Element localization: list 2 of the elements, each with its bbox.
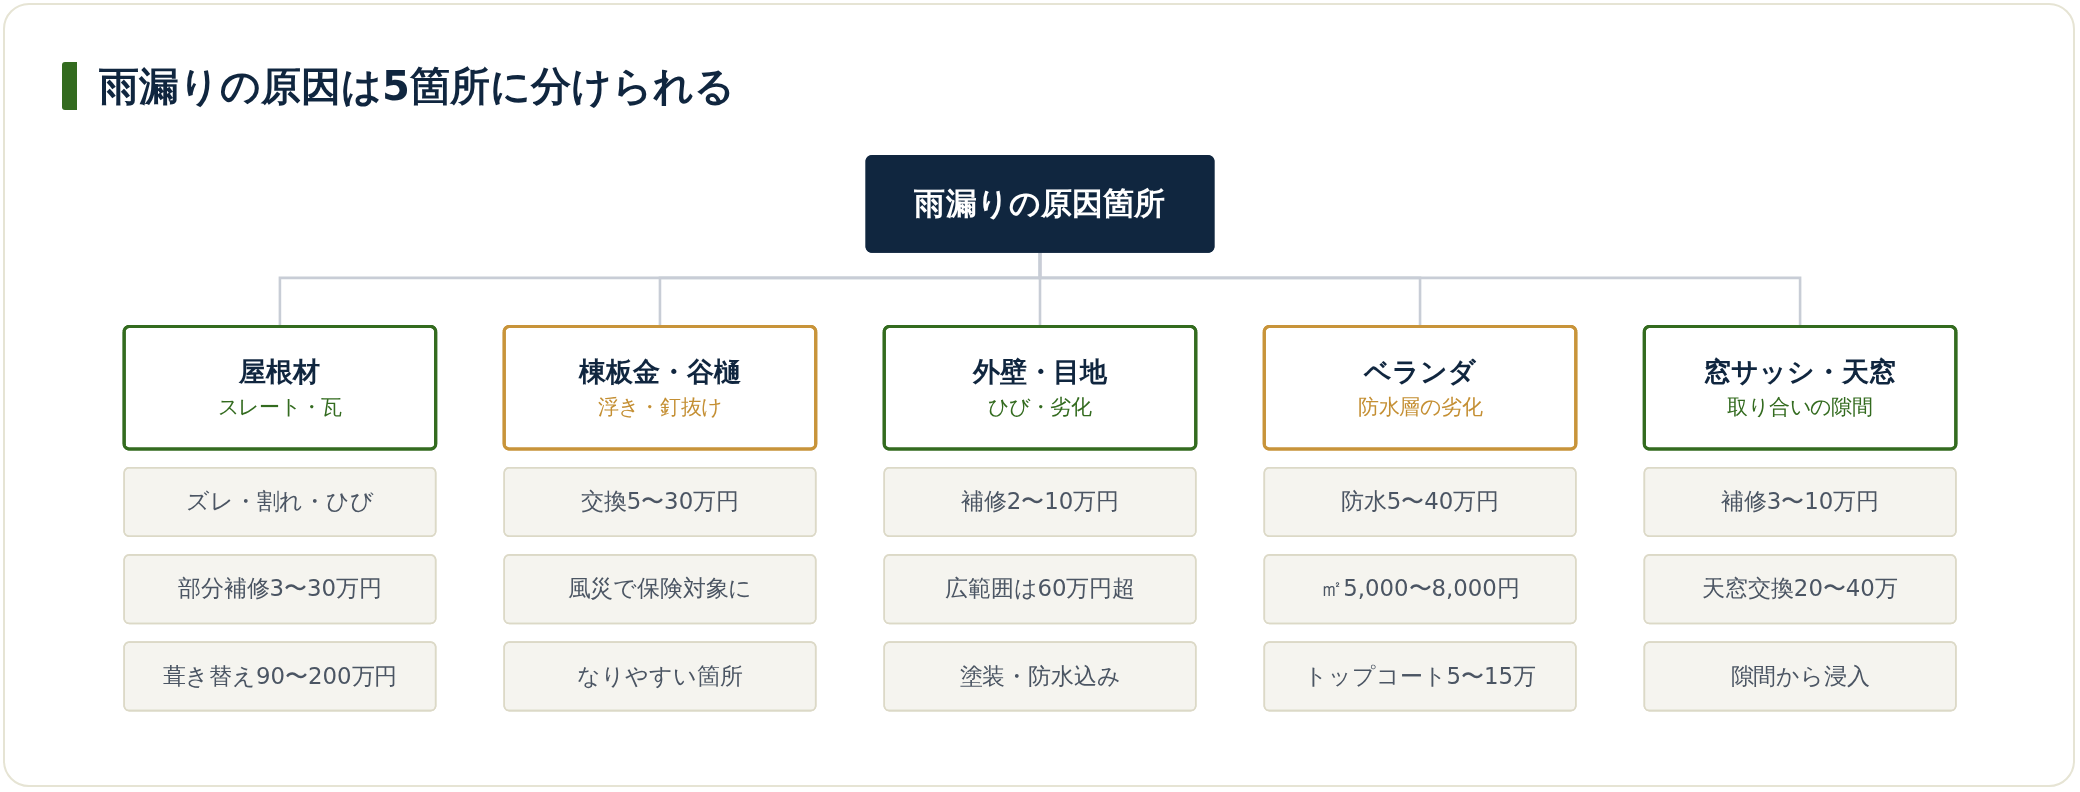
diagram-title: 雨漏りの原因は5箇所に分けられる [62,62,735,110]
connector [1038,251,1802,327]
